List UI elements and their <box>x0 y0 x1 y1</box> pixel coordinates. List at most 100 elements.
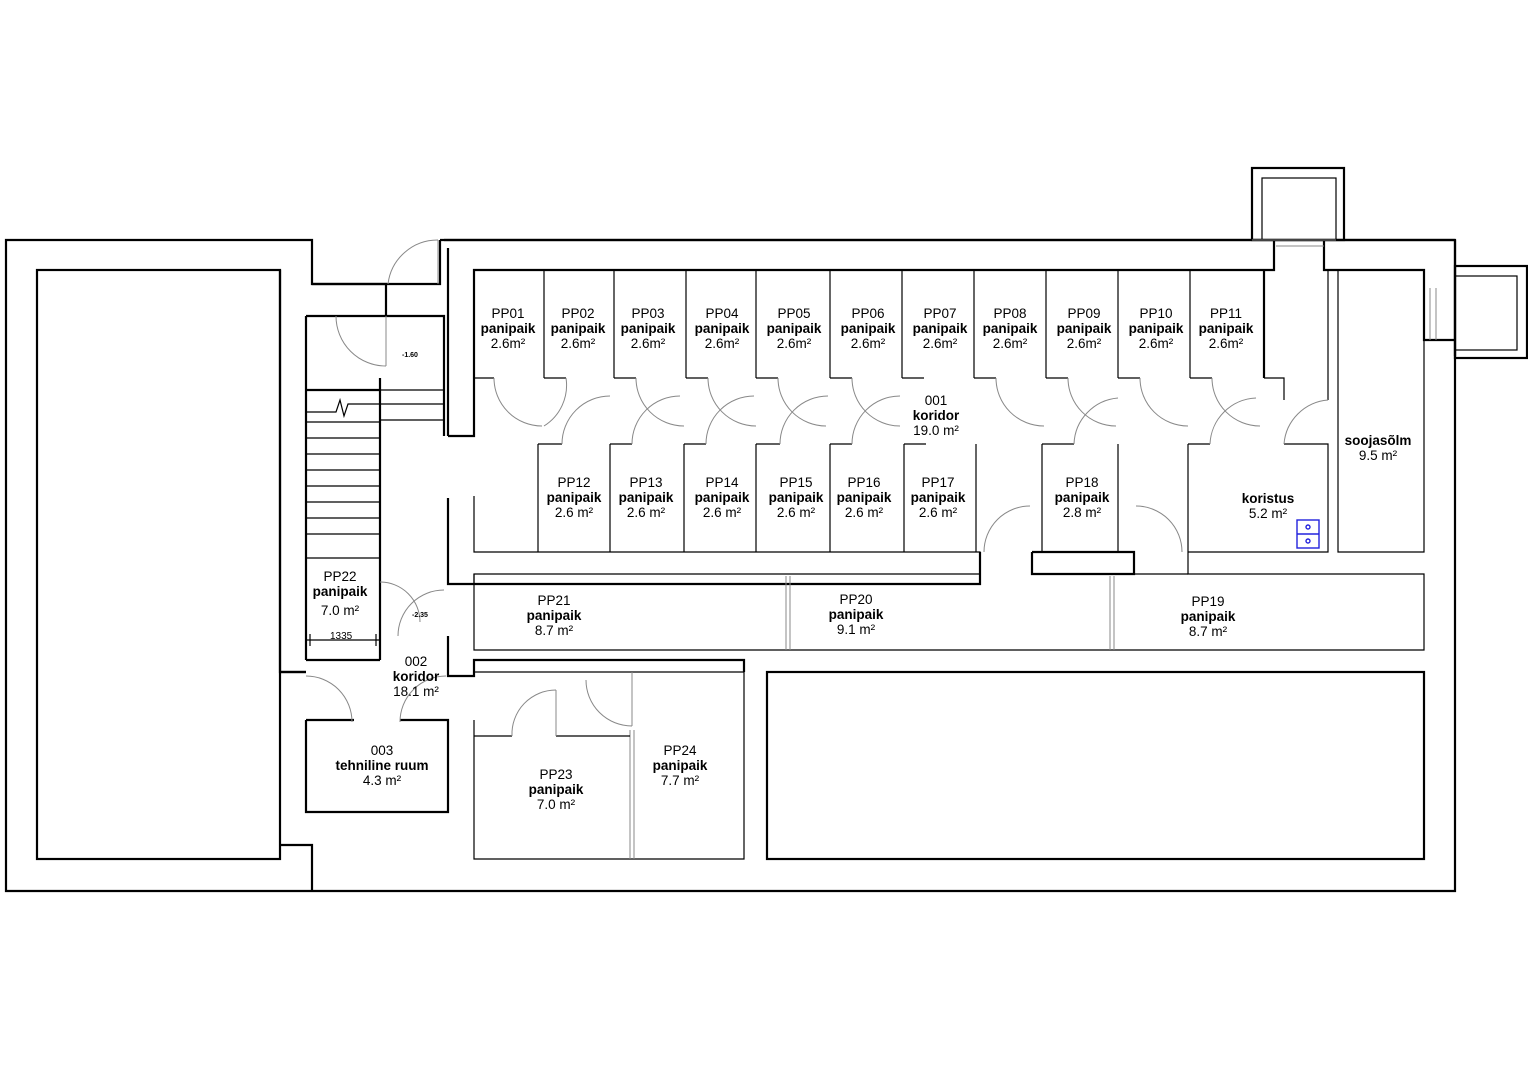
room-number: PP09 <box>1067 306 1101 321</box>
room-area: 2.6 m² <box>702 505 742 520</box>
room-number: PP15 <box>779 475 813 490</box>
room-area: 2.6m² <box>1208 336 1244 351</box>
room-area: 18.1 m² <box>393 684 439 699</box>
room-area: 2.6 m² <box>918 505 958 520</box>
room-number: PP05 <box>777 306 811 321</box>
room-function: panipaik <box>694 490 750 505</box>
room-number: PP03 <box>631 306 665 321</box>
room-area: 19.0 m² <box>913 423 959 438</box>
room-number: 001 <box>924 393 948 408</box>
room-function: panipaik <box>912 321 968 336</box>
room-area: 2.6m² <box>630 336 666 351</box>
room-number: PP01 <box>491 306 525 321</box>
room-area: 7.0 m² <box>536 797 576 812</box>
room-area: 2.8 m² <box>1062 505 1102 520</box>
room-number: PP12 <box>557 475 591 490</box>
room-area: 5.2 m² <box>1248 506 1288 521</box>
room-number: PP02 <box>561 306 595 321</box>
room-area: 2.6m² <box>850 336 886 351</box>
room-function: panipaik <box>312 584 368 599</box>
room-number: PP13 <box>629 475 663 490</box>
level-mark-corridor: -2.35 <box>412 612 428 619</box>
room-area: 2.6m² <box>1066 336 1102 351</box>
room-number: PP20 <box>839 592 873 607</box>
room-number: PP06 <box>851 306 885 321</box>
room-area: 2.6 m² <box>626 505 666 520</box>
room-area: 2.6 m² <box>554 505 594 520</box>
room-function: panipaik <box>550 321 606 336</box>
room-area: 8.7 m² <box>1188 624 1228 639</box>
room-area: 7.7 m² <box>660 773 700 788</box>
room-area: 2.6m² <box>922 336 958 351</box>
room-function: panipaik <box>618 490 674 505</box>
room-function: koristus <box>1241 491 1295 506</box>
room-function: panipaik <box>480 321 536 336</box>
room-number: PP04 <box>705 306 739 321</box>
room-function: panipaik <box>982 321 1038 336</box>
room-number: PP18 <box>1065 475 1099 490</box>
left-void <box>35 268 282 861</box>
room-function: soojasõlm <box>1344 433 1412 448</box>
level-mark-stair: -1.60 <box>402 352 418 359</box>
room-number: PP19 <box>1191 594 1225 609</box>
room-function: panipaik <box>836 490 892 505</box>
room-number: PP11 <box>1209 306 1243 321</box>
room-number: PP10 <box>1139 306 1173 321</box>
room-area: 2.6 m² <box>844 505 884 520</box>
room-function: panipaik <box>526 608 582 623</box>
room-area: 2.6 m² <box>776 505 816 520</box>
room-number: PP21 <box>537 593 571 608</box>
room-function: panipaik <box>546 490 602 505</box>
room-area: 2.6m² <box>560 336 596 351</box>
room-number: 002 <box>404 654 428 669</box>
room-function: panipaik <box>766 321 822 336</box>
room-number: PP22 <box>323 569 357 584</box>
room-area: 9.1 m² <box>836 622 876 637</box>
room-function: panipaik <box>1128 321 1184 336</box>
room-function: panipaik <box>1180 609 1236 624</box>
room-function: panipaik <box>652 758 708 773</box>
room-area: 4.3 m² <box>362 773 402 788</box>
bottom-right-void <box>765 670 1426 861</box>
room-number: PP14 <box>705 475 739 490</box>
room-function: panipaik <box>694 321 750 336</box>
door-swings <box>305 239 1437 737</box>
room-area: 2.6m² <box>776 336 812 351</box>
room-area: 7.0 m² <box>320 603 360 618</box>
room-area: 8.7 m² <box>534 623 574 638</box>
stair-width-dimension: 1335 <box>330 631 353 642</box>
room-function: panipaik <box>528 782 584 797</box>
floor-sink-fixture <box>1296 519 1320 549</box>
room-function: tehniline ruum <box>335 758 429 773</box>
room-function: panipaik <box>828 607 884 622</box>
room-number: PP23 <box>539 767 573 782</box>
room-function: panipaik <box>910 490 966 505</box>
room-function: panipaik <box>1198 321 1254 336</box>
room-function: koridor <box>912 408 960 423</box>
room-number: PP16 <box>847 475 881 490</box>
room-number: PP07 <box>923 306 957 321</box>
room-function: panipaik <box>620 321 676 336</box>
room-area: 2.6m² <box>704 336 740 351</box>
